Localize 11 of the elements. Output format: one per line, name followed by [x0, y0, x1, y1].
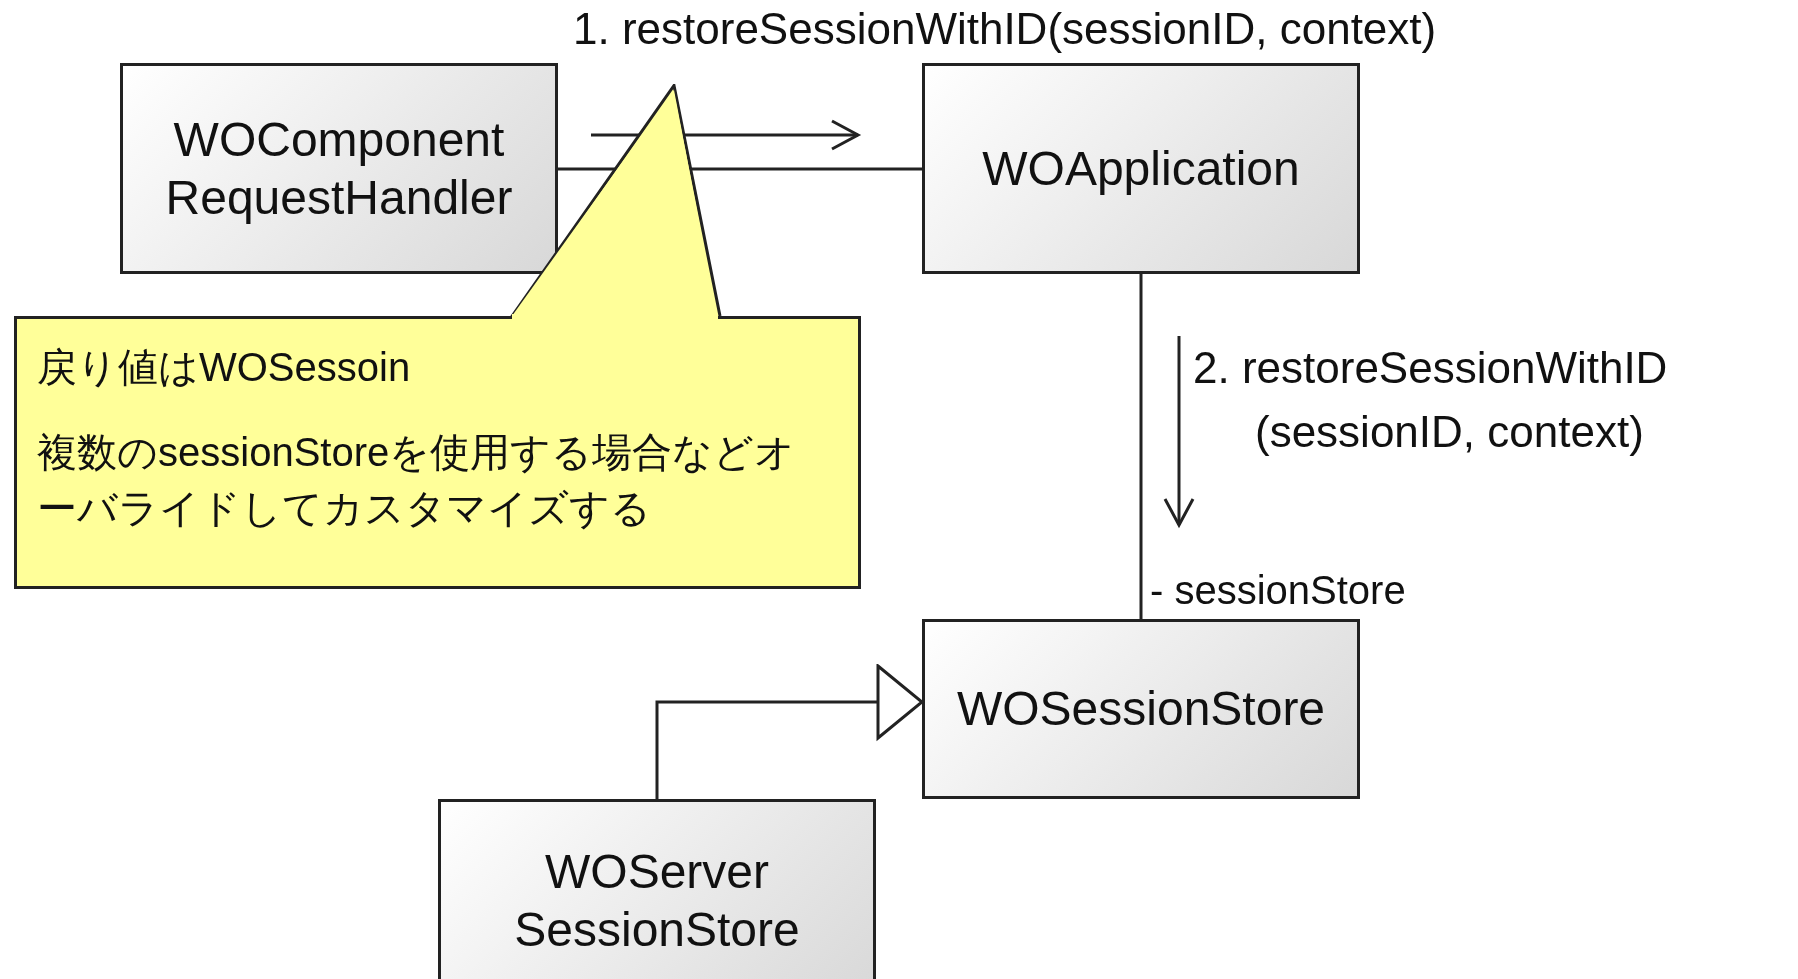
class-box: WOComponent RequestHandler	[120, 63, 558, 274]
message-label: 2. restoreSessionWithID (sessionID, context)	[1193, 342, 1669, 458]
association-line	[1139, 274, 1143, 619]
class-box: WOApplication	[922, 63, 1360, 274]
note-text: 戻り値はWOSessoin	[37, 344, 412, 391]
generalization-arrow	[655, 664, 924, 799]
note-text: 複数のsessionStoreを使用する場合などオーバライドしてカスタマイズする	[37, 429, 797, 532]
message-label: 1. restoreSessionWithID(sessionID, context)	[573, 4, 1437, 54]
class-box: WOServer SessionStore	[438, 799, 876, 979]
role-name: - sessionStore	[1150, 568, 1406, 613]
class-box: WOSessionStore	[922, 619, 1360, 799]
